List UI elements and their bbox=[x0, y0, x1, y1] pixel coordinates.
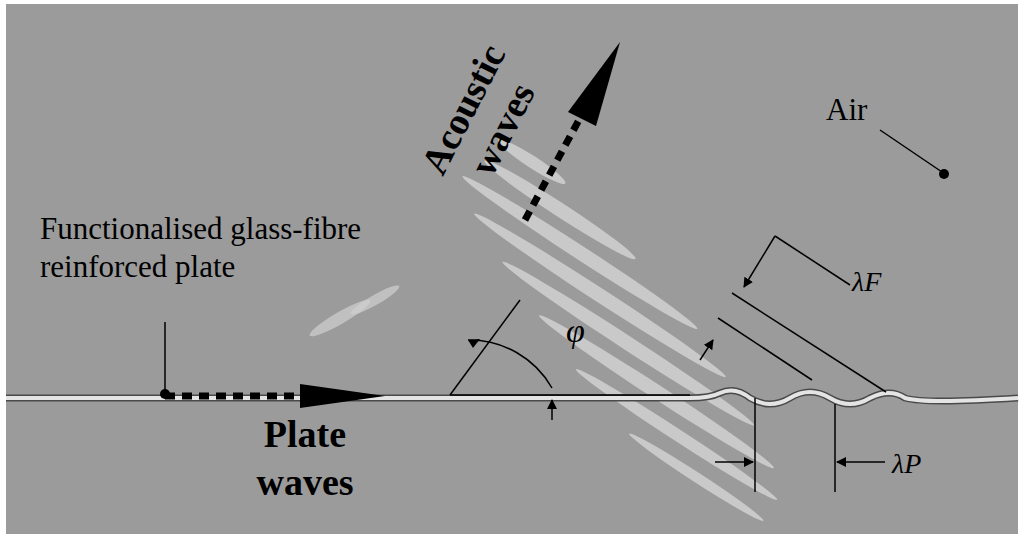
leader-line bbox=[164, 322, 166, 392]
leader-dot bbox=[939, 169, 949, 179]
leader-line bbox=[880, 130, 942, 172]
dashed-arrow bbox=[165, 393, 300, 400]
wavelength-symbol: λP bbox=[892, 448, 952, 480]
plate-edge bbox=[6, 390, 1018, 404]
angle-arc bbox=[468, 340, 552, 388]
medium-label: Air bbox=[826, 92, 906, 128]
wavelength-symbol: λF bbox=[852, 266, 912, 298]
dimension-line bbox=[754, 398, 756, 492]
arrow-head bbox=[300, 384, 385, 408]
part-label: Functionalised glass-fibre reinforced pl… bbox=[40, 210, 370, 286]
air-ground bbox=[6, 4, 1018, 534]
dimension-line bbox=[732, 293, 886, 392]
angle-symbol: φ bbox=[566, 312, 606, 350]
wave-label: Plate waves bbox=[225, 410, 385, 506]
angle-base bbox=[450, 394, 690, 396]
dashed-arrow bbox=[525, 118, 580, 220]
dimension-line bbox=[834, 404, 836, 492]
acoustic-stripes bbox=[392, 129, 862, 525]
angle-leg bbox=[450, 300, 520, 395]
leader-dot bbox=[160, 389, 170, 399]
arrow-head bbox=[568, 42, 620, 126]
plate bbox=[6, 390, 1018, 404]
dimension-line bbox=[718, 318, 812, 380]
